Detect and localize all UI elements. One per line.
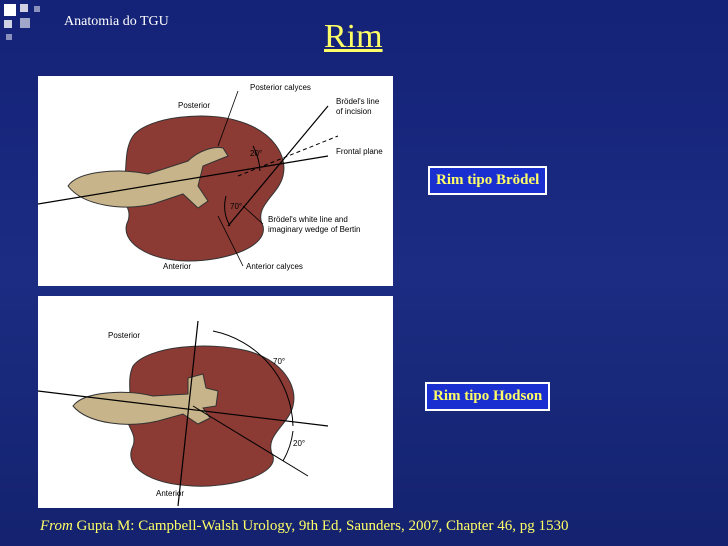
label-angle-20: 20° xyxy=(250,149,262,158)
label-frontal-plane: Frontal plane xyxy=(336,147,383,156)
label-anterior-calyces: Anterior calyces xyxy=(246,262,303,271)
brodel-kidney-diagram: Posterior Posterior calyces Brödel's lin… xyxy=(37,83,383,271)
label-brodel-line-2: of incision xyxy=(336,107,372,116)
label-white-line-1: Brödel's white line and xyxy=(268,215,348,224)
hodson-kidney-figure: Posterior 70° 20° Anterior xyxy=(37,296,393,508)
label-angle-70: 70° xyxy=(230,202,242,211)
corner-decoration xyxy=(0,0,56,44)
label-posterior: Posterior xyxy=(178,101,210,110)
slide-title: Rim xyxy=(324,18,383,55)
label-posterior-calyces: Posterior calyces xyxy=(250,83,311,92)
label-posterior: Posterior xyxy=(108,331,140,340)
label-anterior: Anterior xyxy=(163,262,191,271)
label-brodel-line-1: Brödel's line xyxy=(336,97,380,106)
hodson-kidney-diagram: Posterior 70° 20° Anterior xyxy=(37,320,329,507)
label-angle-20: 20° xyxy=(293,439,305,448)
renal-pelvis xyxy=(72,373,219,425)
section-header: Anatomia do TGU xyxy=(64,14,169,29)
label-anterior: Anterior xyxy=(156,489,184,498)
citation-from: From xyxy=(40,518,73,534)
brodel-kidney-figure: Posterior Posterior calyces Brödel's lin… xyxy=(37,76,393,286)
brodel-type-callout: Rim tipo Brödel xyxy=(428,166,548,195)
label-angle-70: 70° xyxy=(273,357,285,366)
hodson-type-callout: Rim tipo Hodson xyxy=(425,382,551,411)
label-white-line-2: imaginary wedge of Bertin xyxy=(268,225,361,234)
citation: From Gupta M: Campbell-Walsh Urology, 9t… xyxy=(40,518,568,535)
citation-text: Gupta M: Campbell-Walsh Urology, 9th Ed,… xyxy=(76,518,569,534)
